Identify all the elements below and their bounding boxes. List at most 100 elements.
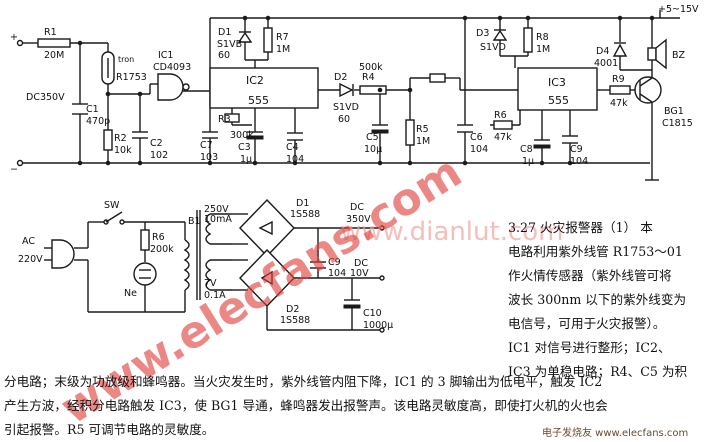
d2-diode — [339, 82, 354, 98]
psu-sec2: 7V — [204, 278, 217, 289]
r6-label: R6 — [494, 110, 507, 121]
r9-label: R9 — [612, 74, 625, 85]
psu-dc1-label: DC — [350, 202, 364, 213]
ic2-555 — [209, 67, 319, 109]
psu-b1-label: B1 — [188, 216, 201, 227]
bg1-transistor — [634, 76, 662, 104]
desc-side-line: 电路利用紫外线管 R1753～01 — [508, 244, 683, 259]
r7-value: 1M — [276, 44, 290, 55]
watermark-secondary: www.dianlut.com — [340, 217, 564, 247]
input-voltage-label: DC350V — [26, 92, 65, 103]
desc-bottom-line: 引起报警。R5 可调节电路的灵敏度。 — [4, 422, 215, 437]
ic1-label: IC1 — [158, 50, 173, 61]
c1-value: 470p — [86, 116, 110, 127]
psu-r6-label: R6 — [152, 232, 165, 243]
psu-ne-label: Ne — [124, 288, 137, 299]
site-logo: 电子发烧友 www.elecfans.com — [542, 426, 688, 439]
c8-value: 1μ — [522, 156, 534, 167]
d1-value: S1VB — [217, 39, 242, 50]
c6-label: C6 — [470, 132, 483, 143]
d1-extra: 60 — [218, 50, 230, 61]
psu-dc1-value: 350V — [346, 214, 371, 225]
r8-resistor — [523, 27, 533, 53]
psu-d2-value: 1S588 — [280, 315, 310, 326]
psu-c10-value: 1000μ — [363, 320, 393, 331]
d3-value: S1VD — [480, 42, 506, 53]
desc-side-line: 作火情传感器（紫外线管可将 — [508, 268, 672, 283]
c7-value: 103 — [200, 152, 218, 163]
ic2-label: IC2 — [246, 74, 264, 87]
terminal-minus: − — [10, 164, 18, 175]
psu-d2-label: D2 — [286, 304, 299, 315]
r1-resistor — [37, 38, 71, 48]
ic3-555 — [517, 67, 598, 111]
c7-label: C7 — [200, 140, 213, 151]
desc-side-line: 电信号，可用于火灾报警）。 — [508, 316, 666, 331]
r4-value: 500k — [359, 62, 383, 73]
d3-diode — [492, 29, 508, 41]
psu-c10-label: C10 — [363, 308, 382, 319]
bg1-label: BG1 — [664, 106, 684, 117]
ic2-value: 555 — [248, 94, 269, 107]
transformer-primary — [183, 239, 190, 291]
r9-value: 47k — [610, 98, 628, 109]
r3-resistor — [224, 113, 240, 123]
power-supply-circuit — [44, 198, 385, 333]
r5-label: R5 — [416, 124, 429, 135]
r3-label: R3 — [218, 114, 231, 125]
ic1-nand-gate — [157, 73, 184, 101]
transformer-secondary-2 — [205, 259, 212, 291]
description-side: 3.27 火灾报警器（1） 本 电路利用紫外线管 R1753～01 作火情传感器… — [508, 216, 703, 384]
psu-sec1-current: 10mA — [204, 214, 232, 225]
d4-value: 4001 — [594, 58, 618, 69]
ic3-value: 555 — [548, 94, 569, 107]
r4-label: R4 — [362, 72, 375, 83]
d3-label: D3 — [476, 28, 489, 39]
c3-value: 1μ — [240, 154, 252, 165]
r2-label: R2 — [114, 133, 127, 144]
r6-value: 47k — [494, 132, 512, 143]
d4-diode — [612, 43, 628, 57]
c6-value: 104 — [470, 144, 488, 155]
neon-lamp — [133, 262, 157, 286]
desc-bottom-line: 分电路；末级为功放级和蜂鸣器。当火灾发生时，紫外线管内阻下降，IC1 的 3 脚… — [4, 374, 603, 389]
c4-label: C4 — [286, 142, 299, 153]
ac-plug — [51, 239, 75, 269]
supply-voltage-label: +5~15V — [658, 4, 699, 15]
terminal-plus: + — [10, 32, 18, 43]
d2-value: S1VD — [333, 102, 359, 113]
bz-label: BZ — [672, 50, 686, 61]
tube-tag: tron — [118, 55, 134, 64]
desc-bottom-line: 产生方波，经积分电路触发 IC3，使 BG1 导通，蜂鸣器发出报警声。该电路灵敏… — [4, 398, 608, 413]
psu-dc2-label: DC — [354, 258, 368, 269]
r1-value: 20M — [44, 50, 64, 61]
d2-extra: 60 — [338, 114, 350, 125]
r6-psu-resistor — [140, 229, 150, 251]
r7-label: R7 — [276, 32, 289, 43]
psu-ac-label: AC — [22, 236, 35, 247]
psu-c9-value: 104 — [328, 268, 346, 279]
c4-value: 104 — [286, 154, 304, 165]
r5-wiper — [429, 73, 446, 83]
psu-r6-value: 200k — [150, 244, 174, 255]
psu-d1-label: D1 — [296, 198, 309, 209]
r2-resistor — [103, 129, 113, 151]
c5-value: 10μ — [364, 144, 382, 155]
psu-sec1: 250V — [204, 204, 229, 215]
c2-label: C2 — [150, 138, 163, 149]
c9-value: 104 — [570, 156, 588, 167]
psu-ac-voltage: 220V — [18, 254, 43, 265]
top-circuit-labels: + − DC350V R1 20M tron R1753 C1 470p R2 … — [10, 4, 699, 175]
d2-label: D2 — [334, 72, 347, 83]
desc-side-line: IC1 对信号进行整形；IC2、 — [508, 340, 671, 355]
tube-label: R1753 — [116, 72, 147, 83]
psu-sec2-current: 0.1A — [204, 290, 226, 301]
r5-value: 1M — [416, 136, 430, 147]
r7-resistor — [263, 27, 273, 53]
psu-d1-value: 1S588 — [290, 209, 320, 220]
psu-sw-label: SW — [104, 200, 120, 211]
top-circuit-components — [37, 15, 667, 166]
d1-diode — [237, 31, 253, 43]
c1-label: C1 — [86, 104, 99, 115]
